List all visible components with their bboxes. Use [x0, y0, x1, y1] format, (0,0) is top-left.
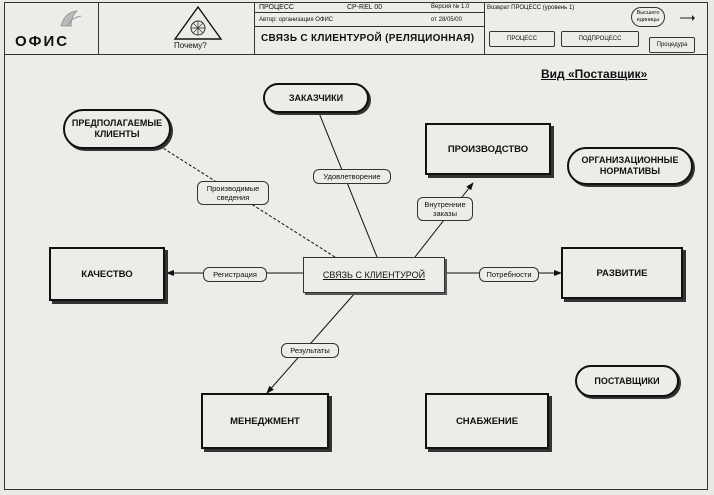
process-info: ПРОЦЕСС CP-REL 00 Версия № 1.0 Автор: ор… — [255, 3, 485, 55]
management-node[interactable]: МЕНЕДЖМЕНТ — [201, 393, 329, 449]
supply-node[interactable]: СНАБЖЕНИЕ — [425, 393, 549, 449]
results-tag: Результаты — [281, 343, 339, 358]
navigation-panel: Возврат ПРОЦЕСС (уровень 1) Высшего един… — [485, 3, 707, 55]
production-node[interactable]: ПРОИЗВОДСТВО — [425, 123, 551, 175]
date-label: от 28/05/00 — [431, 17, 462, 23]
logo-cell: ОФИС — [5, 3, 99, 55]
warning-triangle-icon — [173, 6, 223, 40]
subprocess-button[interactable]: ПОДПРОЦЕСС — [561, 31, 639, 47]
quality-node[interactable]: КАЧЕСТВО — [49, 247, 165, 301]
internal-orders-tag: Внутренние заказы — [417, 197, 473, 221]
process-button[interactable]: ПРОЦЕСС — [489, 31, 555, 47]
version-label: Версия № 1.0 — [431, 4, 470, 10]
office-logo-icon — [60, 10, 82, 27]
logo-text: ОФИС — [15, 33, 70, 50]
process-title: СВЯЗЬ С КЛИЕНТУРОЙ (РЕЛЯЦИОННАЯ) — [261, 33, 475, 44]
needs-tag: Потребности — [479, 267, 539, 282]
header-bar: ОФИС Почему? ПРОЦЕСС CP-REL 00 Версия № … — [5, 3, 707, 55]
suppliers-node[interactable]: ПОСТАВЩИКИ — [575, 365, 679, 397]
satisfaction-tag: Удовлетворение — [313, 169, 391, 184]
process-code: CP-REL 00 — [347, 4, 383, 11]
view-title: Вид «Поставщик» — [541, 67, 648, 81]
process-label: ПРОЦЕСС — [259, 4, 294, 11]
produced-info-tag: Производимые сведения — [197, 181, 269, 205]
return-label[interactable]: Возврат ПРОЦЕСС (уровень 1) — [487, 5, 575, 11]
procedure-button[interactable]: Процедура — [649, 37, 695, 53]
customer-relations-node[interactable]: СВЯЗЬ С КЛИЕНТУРОЙ — [303, 257, 445, 293]
higher-level-button[interactable]: Высшего единицы — [631, 7, 665, 27]
registration-tag: Регистрация — [203, 267, 267, 282]
arrow-right-icon[interactable] — [679, 13, 695, 23]
org-norms-node[interactable]: ОРГАНИЗАЦИОННЫЕ НОРМАТИВЫ — [567, 147, 693, 185]
prospective-clients-node[interactable]: ПРЕДПОЛАГАЕМЫЕ КЛИЕНТЫ — [63, 109, 171, 149]
why-label: Почему? — [174, 41, 207, 50]
document-page: ОФИС Почему? ПРОЦЕСС CP-REL 00 Версия № … — [4, 2, 708, 490]
author-label: Автор: организация ОФИС — [259, 17, 334, 23]
development-node[interactable]: РАЗВИТИЕ — [561, 247, 683, 299]
why-button[interactable]: Почему? — [99, 3, 255, 55]
customers-node[interactable]: ЗАКАЗЧИКИ — [263, 83, 369, 113]
